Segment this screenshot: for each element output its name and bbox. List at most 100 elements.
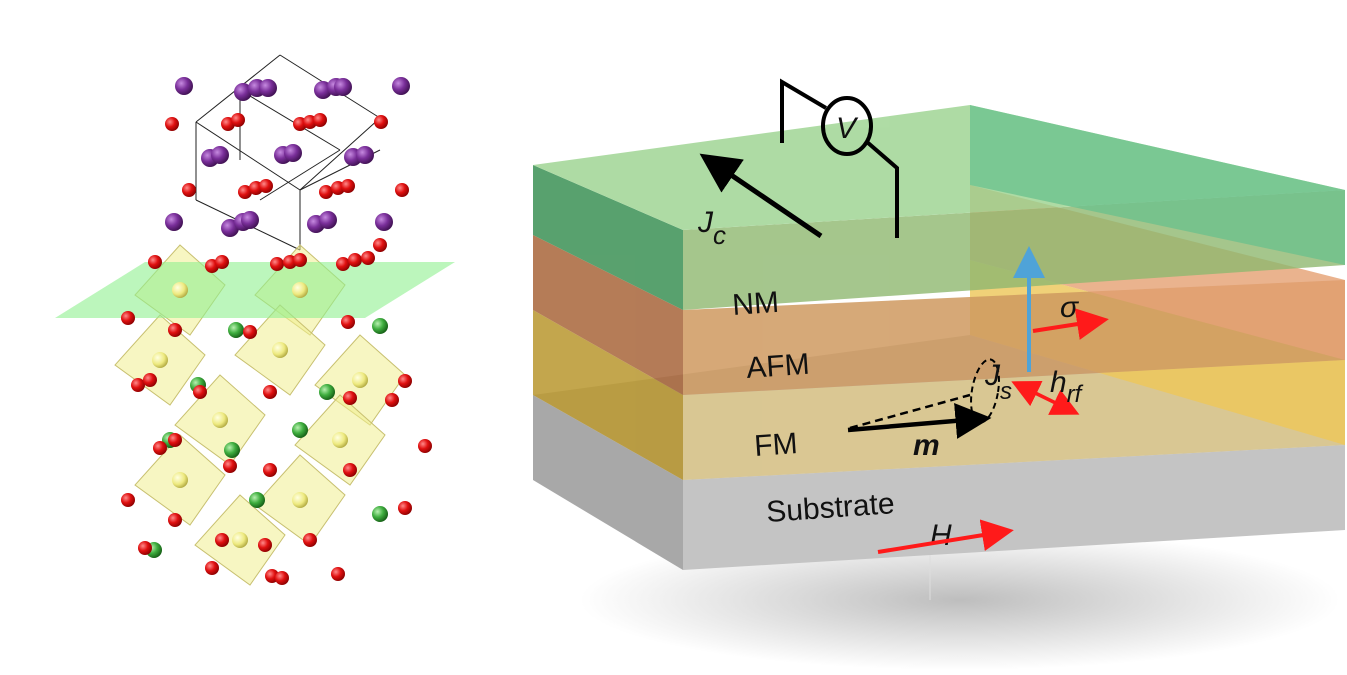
oxygen-atom [258,538,272,552]
b-site-atom [172,282,188,298]
oxygen-atom [143,373,157,387]
a-site-atom [334,78,352,96]
oxygen-atom [336,257,350,271]
oxygen-atom [361,251,375,265]
b-site-atom [332,432,348,448]
voltmeter: V [780,78,899,238]
oxygen-atom [168,513,182,527]
spin-polarization-arrow [1032,308,1109,340]
dopant-atom [228,322,244,338]
perovskite-crystal-structure [55,54,455,586]
a-site-atom [392,77,410,95]
a-site-atom [375,213,393,231]
spin-current-subscript: s [1000,378,1012,405]
atoms [121,77,432,585]
afm-label: AFM [745,348,810,385]
cell-line [259,149,341,201]
oxygen-atom [168,433,182,447]
oxygen-atom [398,374,412,388]
b-site-atom [152,352,168,368]
a-site-atom [259,79,277,97]
external-field-label: H [930,519,952,552]
unit-cell-lines [195,54,381,251]
precession-cone-icon [970,358,1000,424]
external-field-arrow [877,519,1014,554]
cell-line [299,117,381,191]
spin-current-label: J [984,359,1001,392]
a-site-atom [356,146,374,164]
oxygen-atom [343,463,357,477]
oxygen-atom [270,257,284,271]
dopant-atom [319,384,335,400]
oxygen-atom [153,441,167,455]
oxygen-atom [343,391,357,405]
oxygen-atom [303,533,317,547]
dopant-atom [249,492,265,508]
oxygen-atom [341,179,355,193]
oxygen-atom [165,117,179,131]
spin-polarization-label: σ [1060,291,1080,324]
oxygen-atom [374,115,388,129]
rf-field-label: h [1050,366,1067,399]
a-site-atom [284,144,302,162]
lattice-plane [55,262,455,318]
svg-text:hrf: hrf [1050,366,1084,408]
drop-shadow [580,530,1340,670]
oxygen-atom [215,533,229,547]
oxygen-atom [215,255,229,269]
a-site-atom [165,213,183,231]
oxygen-atom [259,179,273,193]
oxygen-atom [182,183,196,197]
a-site-atom [234,83,252,101]
oxygen-atom [331,567,345,581]
dopant-atom [372,318,388,334]
voltmeter-circle [821,96,873,156]
a-site-atom [211,146,229,164]
oxygen-atom [341,315,355,329]
dopant-atom [372,506,388,522]
nm-label: NM [731,286,780,322]
charge-current-label: J [697,206,714,239]
b-site-atom [272,342,288,358]
a-site-atom [175,77,193,95]
oxygen-atom [223,459,237,473]
oxygen-atom [243,325,257,339]
rf-field-subscript: rf [1067,381,1084,408]
oxygen-atom [238,185,252,199]
oxygen-atom [263,463,277,477]
a-site-atom [319,211,337,229]
oxygen-atom [313,113,327,127]
b-site-atom [172,472,188,488]
charge-current-subscript: c [713,220,726,250]
magnetization-label: m [913,429,940,462]
precession-dashed-line [849,393,971,430]
oxygen-atom [121,311,135,325]
b-site-atom [212,412,228,428]
oxygen-atom [348,253,362,267]
oxygen-atom [168,323,182,337]
oxygen-atom [138,541,152,555]
b-site-atom [292,492,308,508]
oxygen-atom [398,501,412,515]
magnetization-arrow [847,402,992,439]
oxygen-atom [418,439,432,453]
oxygen-atom [148,255,162,269]
oxygen-atom [231,113,245,127]
rf-field-arrow [1011,381,1080,415]
oxygen-atom [293,253,307,267]
dopant-atom [224,442,240,458]
svg-text:Jc: Jc [697,206,726,250]
b-site-atom [352,372,368,388]
oxygen-atom [275,571,289,585]
oxygen-atom [395,183,409,197]
layer-stack [533,105,1345,600]
fm-label: FM [753,427,799,463]
charge-current-arrow [699,153,823,239]
cell-line [195,121,301,191]
voltmeter-label: V [836,112,859,145]
oxygen-atom [131,378,145,392]
b-site-atom [292,282,308,298]
b-site-atom [232,532,248,548]
